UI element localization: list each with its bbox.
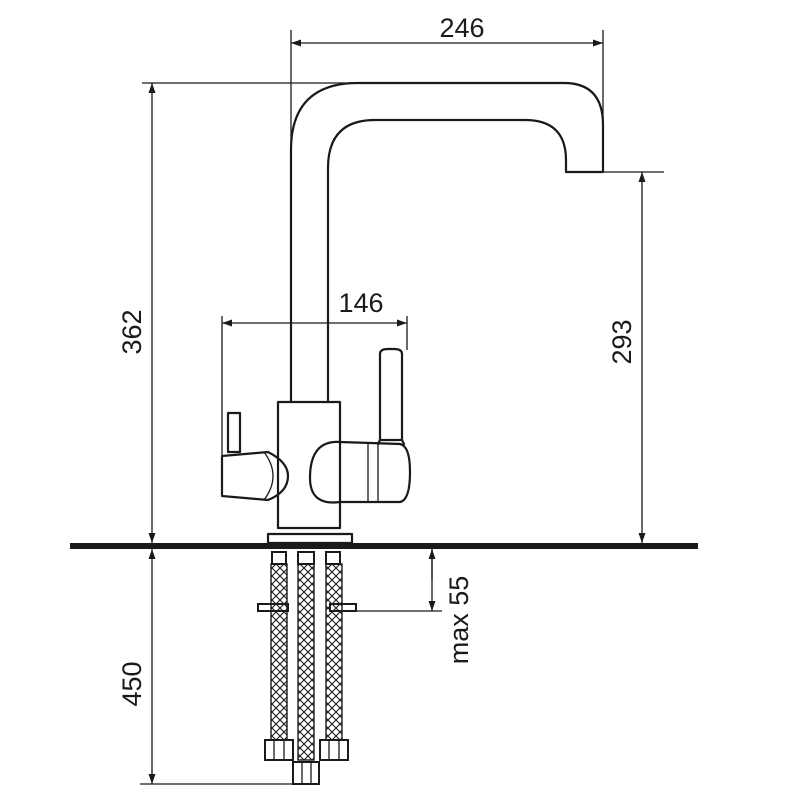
left-valve: [220, 450, 290, 502]
right-valve: [308, 440, 412, 504]
dim-label-countertop-thickness: max 55: [444, 576, 474, 665]
hose-center: [297, 563, 315, 761]
faucet: [220, 81, 605, 545]
spout: [289, 81, 605, 404]
dimension-countertop-thickness: max 55: [356, 549, 474, 664]
dimension-hose-length: 450: [117, 549, 300, 785]
hose-right: [325, 563, 343, 741]
dim-label-total-height: 362: [117, 309, 147, 354]
dim-label-hose-length: 450: [117, 661, 147, 706]
dim-label-spout-height: 293: [607, 319, 637, 364]
right-lever: [378, 347, 404, 442]
dimension-spout-reach: 246: [290, 13, 604, 150]
dimension-handle-span: 146: [221, 288, 408, 456]
dimension-spout-height: 293: [600, 171, 664, 543]
faucet-body: [276, 400, 342, 530]
left-lever: [226, 411, 242, 454]
dim-label-handle-span: 146: [338, 288, 383, 318]
base-ring: [266, 532, 354, 545]
dimension-total-height: 362: [117, 82, 358, 543]
dim-label-spout-reach: 246: [439, 13, 484, 43]
hoses: [257, 551, 357, 785]
hose-left: [270, 563, 288, 741]
countertop: [70, 543, 698, 549]
